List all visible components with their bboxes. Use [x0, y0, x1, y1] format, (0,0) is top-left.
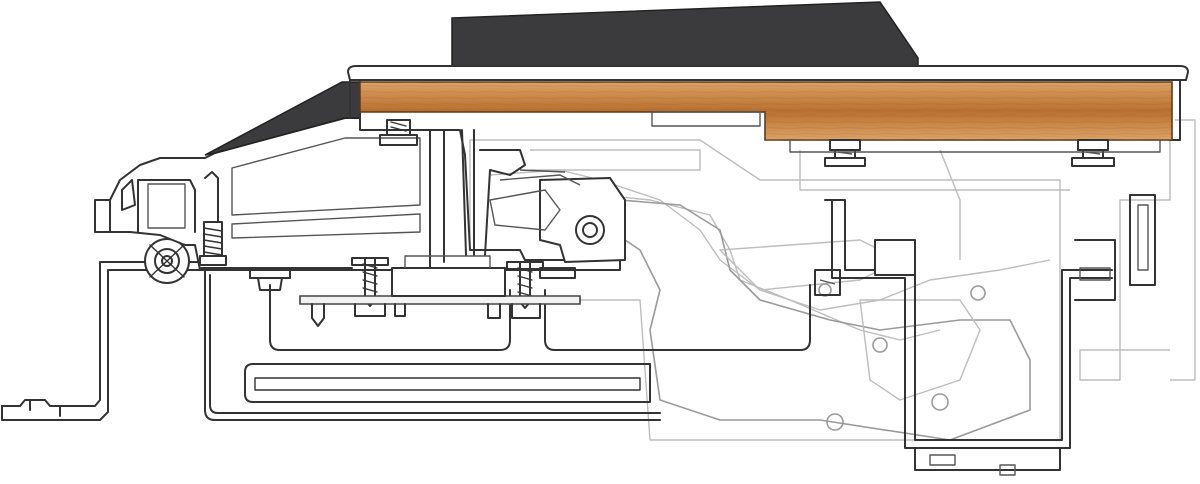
base-rail [204, 269, 811, 421]
key-frame-housing [94, 117, 621, 271]
top-rail [347, 65, 1189, 141]
circuit-board [199, 255, 581, 327]
hammer-pivot [489, 169, 626, 263]
wooden-key-lever [359, 81, 1173, 167]
pivot-shaft [144, 238, 190, 284]
rear-bracket [814, 194, 1156, 476]
front-rail-bracket [1, 261, 201, 421]
adjustment-screws [199, 119, 544, 309]
dark-cover-panel [204, 1, 919, 156]
